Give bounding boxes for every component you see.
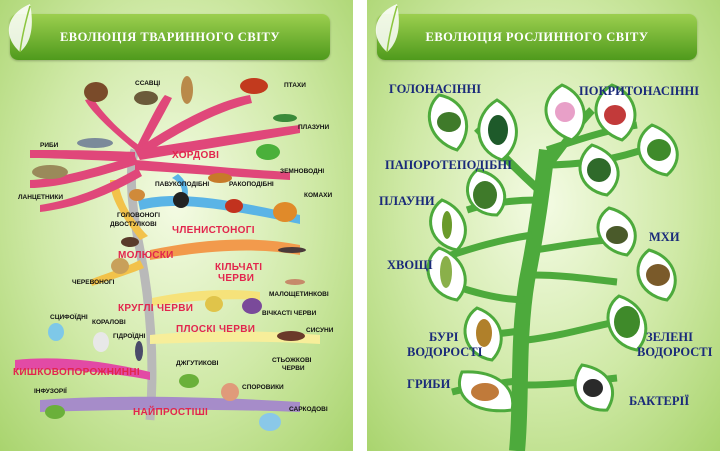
leaf-gymnosperm-1 — [427, 93, 469, 152]
plant-evolution-tree — [426, 83, 679, 451]
label-gymnosperms: ГОЛОНАСІННІ — [389, 82, 482, 96]
leaf-bacteria — [573, 363, 615, 412]
label-horsetails: ХВОЩІ — [387, 258, 433, 272]
label-cephalopods: ГОЛОВОНОГІ — [117, 212, 160, 219]
paramecium-image — [45, 405, 65, 419]
frog-image — [256, 144, 280, 160]
sporozoan-image — [221, 383, 239, 401]
hedgehog-image — [134, 91, 158, 105]
label-oligochaetes: МАЛОЩЕТИНКОВІ — [269, 291, 329, 298]
leaf-horsetail — [426, 246, 467, 302]
earthworm-image — [278, 247, 306, 253]
label-bacteria: БАКТЕРІЇ — [629, 394, 690, 408]
label-molluscs: МОЛЮСКИ — [118, 250, 174, 261]
label-sporozoa: СПОРОВИКИ — [242, 384, 284, 391]
label-mammals: ССАВЦІ — [135, 80, 161, 87]
spider-image — [173, 192, 189, 208]
leaf-angiosperm-1 — [544, 83, 586, 142]
leaf-fern — [466, 168, 507, 217]
jellyfish-image — [48, 323, 64, 341]
roundworm-image — [205, 296, 223, 312]
label-chordates: ХОРДОВІ — [172, 150, 220, 161]
label-protozoa: НАЙПРОСТІШІ — [133, 407, 209, 418]
label-birds: ПТАХИ — [284, 82, 306, 89]
label-roundworms: КРУГЛІ ЧЕРВИ — [118, 303, 194, 314]
snail-image — [111, 258, 129, 274]
label-sarcodines: САРКОДОВІ — [289, 406, 328, 413]
crayfish-image — [225, 199, 243, 213]
label-ciliates: ІНФУЗОРІЇ — [34, 388, 67, 395]
leech-image — [285, 279, 305, 285]
label-amphibians: ЗЕМНОВОДНІ — [280, 168, 325, 175]
lizard-image — [273, 114, 297, 122]
label-flukes: ВІЧКАСТІ ЧЕРВИ — [262, 310, 317, 317]
label-hydroids: ГІДРОЇДНІ — [113, 333, 146, 340]
leaf-green-algae — [606, 294, 648, 352]
label-gastropods: ЧЕРЕВОНОГІ — [72, 279, 115, 286]
plant-evolution-panel: ЕВОЛЮЦІЯ РОСЛИННОГО СВІТУ — [367, 0, 720, 451]
label-arthropods: ЧЛЕНИСТОНОГІ — [172, 225, 255, 236]
leaf-angiosperm-4 — [578, 143, 620, 197]
snake-image — [208, 173, 232, 183]
hydra-image — [135, 341, 143, 361]
leaf-moss-2 — [636, 248, 677, 302]
euglena-image — [179, 374, 199, 388]
leaf-fungi — [458, 370, 515, 413]
label-tapeworms-2: ЧЕРВИ — [282, 365, 305, 372]
label-annelids-2: ЧЕРВИ — [218, 273, 255, 284]
label-reptiles: ПЛАЗУНИ — [298, 124, 330, 131]
animal-evolution-panel: ЕВОЛЮЦІЯ ТВАРИННОГО СВІТУ — [0, 0, 353, 451]
label-flagellates: ДЖГУТИКОВІ — [176, 360, 219, 367]
planarian-image — [277, 331, 305, 341]
coral-image — [93, 332, 109, 352]
leaf-clubmoss — [429, 198, 467, 252]
squid-image — [129, 189, 145, 201]
shark-image — [77, 138, 113, 148]
leaf-icon — [375, 4, 399, 53]
label-bivalves: ДВОСТУЛКОВІ — [110, 221, 157, 228]
label-cnidarians: КИШКОВОПОРОЖНИННІ — [13, 367, 140, 378]
label-fish: РИБИ — [40, 142, 59, 149]
animal-evolution-tree — [15, 76, 320, 431]
label-green-algae-2: ВОДОРОСТІ — [637, 345, 713, 359]
label-leeches: СИСУНИ — [306, 327, 334, 334]
leaf-angiosperm-3 — [637, 123, 679, 177]
label-angiosperms: ПОКРИТОНАСІННІ — [579, 84, 700, 98]
kangaroo-image — [181, 76, 193, 104]
label-lancelets: ЛАНЦЕТНИКИ — [18, 194, 64, 201]
fish-image — [32, 165, 68, 179]
label-scyphozoa: СЦИФОЇДНІ — [50, 314, 88, 321]
leaf-gymnosperm-2 — [477, 98, 518, 162]
label-corals: КОРАЛОВІ — [92, 319, 126, 326]
label-crustaceans: РАКОПОДІБНІ — [229, 181, 274, 188]
amoeba-image — [259, 413, 281, 431]
label-brown-algae: БУРІ — [429, 330, 459, 344]
leaf-angiosperm-2 — [594, 83, 637, 142]
mussel-image — [121, 237, 139, 247]
leaf-brown-algae — [463, 306, 503, 362]
label-ferns: ПАПОРОТЕПОДІБНІ — [385, 158, 512, 172]
fluke-image — [242, 298, 262, 314]
bird-image — [240, 78, 268, 94]
rabbit-image — [84, 82, 108, 102]
label-fungi: ГРИБИ — [407, 377, 451, 391]
label-brown-algae-2: ВОДОРОСТІ — [407, 345, 483, 359]
label-flatworms: ПЛОСКІ ЧЕРВИ — [176, 324, 256, 335]
label-arachnids: ПАВУКОПОДІБНІ — [155, 181, 210, 188]
leaf-icon — [8, 4, 32, 53]
label-mosses: МХИ — [649, 230, 680, 244]
butterfly-image — [273, 202, 297, 222]
animal-evolution-title: ЕВОЛЮЦІЯ ТВАРИННОГО СВІТУ — [10, 14, 330, 60]
label-clubmosses: ПЛАУНИ — [379, 194, 435, 208]
label-insects: КОМАХИ — [304, 192, 333, 199]
label-annelids: КІЛЬЧАТІ — [215, 262, 263, 273]
leaf-moss-1 — [596, 206, 637, 257]
plant-evolution-title: ЕВОЛЮЦІЯ РОСЛИННОГО СВІТУ — [377, 14, 697, 60]
label-green-algae: ЗЕЛЕНІ — [646, 330, 694, 344]
label-tapeworms: СТЬОЖКОВІ — [272, 357, 312, 364]
